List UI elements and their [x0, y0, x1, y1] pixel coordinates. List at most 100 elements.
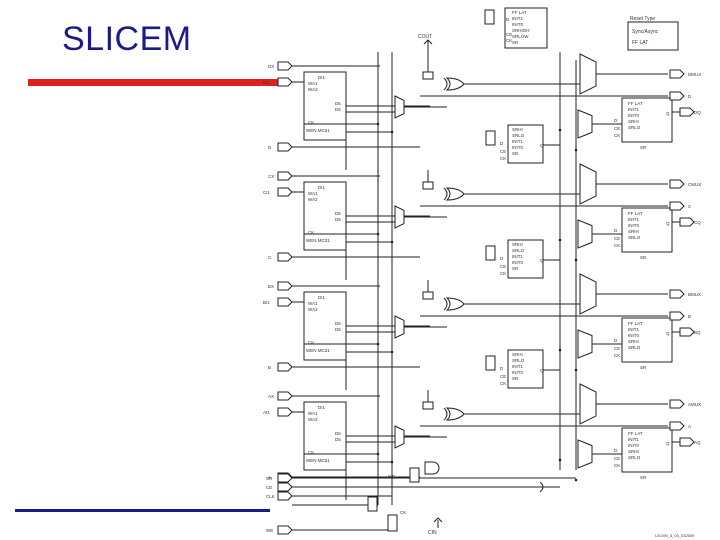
input-pin-sr	[277, 473, 293, 483]
input-label: DX	[268, 64, 274, 69]
sr-label: SR	[512, 266, 519, 271]
input-label: CLK	[266, 494, 275, 499]
junction-dot	[574, 148, 578, 152]
lut-pin: WA2	[308, 197, 318, 202]
sr-label: INIT1	[512, 139, 523, 144]
junction-dot	[574, 258, 578, 262]
input-pin-di1	[277, 77, 293, 87]
input-label: BX	[268, 284, 274, 289]
ff-mux-d	[577, 109, 593, 139]
ff-block-a	[621, 427, 673, 473]
input-pin-we	[277, 525, 293, 535]
sr-label: SR	[512, 151, 519, 156]
ff-label: INIT1	[628, 217, 639, 222]
output-label: BMUX	[688, 292, 701, 297]
bottom-label: WF	[388, 474, 395, 479]
lut-pin: D5	[335, 437, 341, 442]
input-pin-d	[277, 142, 293, 152]
output-label: DMUX	[688, 72, 701, 77]
bottom-mux	[409, 467, 420, 483]
sr-pin-ck: CK	[500, 156, 506, 161]
output-label: B	[688, 314, 691, 319]
output-mux-c	[579, 163, 597, 205]
lut-pin: D6	[335, 321, 341, 326]
top-ff-d: D	[506, 17, 510, 22]
lut-pin: D5	[335, 327, 341, 332]
top-ff-ck: CK	[506, 38, 512, 43]
input-pin-clk	[277, 491, 293, 501]
output-label: D	[688, 94, 692, 99]
ff-label: SRHI	[628, 449, 639, 454]
junction-dot	[558, 348, 562, 352]
ff-label: FF LAT	[628, 321, 643, 326]
sr-label: SR	[512, 376, 519, 381]
lut-pin: WA1	[308, 191, 318, 196]
ff-lat-label: FF LAT	[632, 40, 648, 46]
ck-label: CK	[400, 510, 406, 515]
sr-label: INIT0	[512, 370, 523, 375]
ff-label: INIT1	[628, 327, 639, 332]
top-ff-label: SR	[512, 40, 519, 45]
output-mux-b	[579, 273, 597, 315]
lut-block-a	[303, 401, 347, 471]
output-label: CMUX	[688, 182, 701, 187]
junction-dot	[574, 368, 578, 372]
output-pin-d	[669, 91, 685, 101]
cin-arrow	[433, 517, 443, 523]
output-pin-bmux	[669, 289, 685, 299]
input-pin-bi1	[277, 297, 293, 307]
top-ff-label: SRLOW	[512, 34, 529, 39]
carry-and-a	[422, 401, 434, 410]
ff-pin-d: D	[614, 448, 618, 453]
input-label: D	[268, 145, 272, 150]
carry-and-c	[422, 181, 434, 190]
sr-label: SRLO	[512, 248, 525, 253]
lut-pin: WEN MC31	[306, 238, 330, 243]
carry-mux-d	[394, 95, 405, 119]
input-pin-ce	[277, 482, 293, 492]
ff-pin-q: Q	[666, 331, 670, 336]
input-label: AX	[268, 394, 274, 399]
lut-pin: CK	[308, 120, 314, 125]
output-pin-cmux	[669, 179, 685, 189]
output-pin-dq	[679, 107, 695, 117]
ff-label: INIT1	[628, 437, 639, 442]
input-pin-ax	[277, 391, 293, 401]
ff-pin-q: Q	[666, 221, 670, 226]
ff-pin-d: D	[614, 338, 618, 343]
output-pin-c	[669, 201, 685, 211]
lut-pin: D6	[335, 211, 341, 216]
ff-pin-d: D	[614, 118, 618, 123]
lut-pin: CK	[308, 450, 314, 455]
output-mux-d	[579, 53, 597, 95]
sr-pin-q: Q	[540, 368, 544, 373]
lut-pin: WEN MC31	[306, 348, 330, 353]
lut-pin: DI1	[318, 405, 326, 410]
ff-pin-ce: CE	[614, 346, 620, 351]
ff-pin-q: Q	[666, 111, 670, 116]
ff-mux-b	[577, 329, 593, 359]
bottom-and-gate	[424, 461, 440, 475]
sr-block-c	[507, 239, 544, 279]
sr-label: INIT1	[512, 364, 523, 369]
lut-block-b	[303, 291, 347, 361]
ff-mux-c	[577, 219, 593, 249]
xor-gate-b	[443, 297, 465, 311]
lut-pin: DI1	[318, 75, 326, 80]
input-pin-ai1	[277, 407, 293, 417]
ff-label: SRHI	[628, 119, 639, 124]
ff-pin-ce: CE	[614, 456, 620, 461]
output-pin-dmux	[669, 69, 685, 79]
sr-block-d	[507, 124, 544, 164]
sr-pin-q: Q	[540, 143, 544, 148]
ff-label: INIT0	[628, 443, 639, 448]
ff-pin-sr: SR	[640, 255, 647, 260]
input-label: C	[268, 255, 272, 260]
lut-pin: WA2	[308, 417, 318, 422]
footer-bar	[15, 509, 270, 512]
input-label: BI1	[263, 300, 270, 305]
sr-pin-ce: CE	[500, 149, 506, 154]
ff-block-d	[621, 97, 673, 143]
ff-label: SRLO	[628, 455, 641, 460]
we-mux-2	[387, 514, 398, 532]
